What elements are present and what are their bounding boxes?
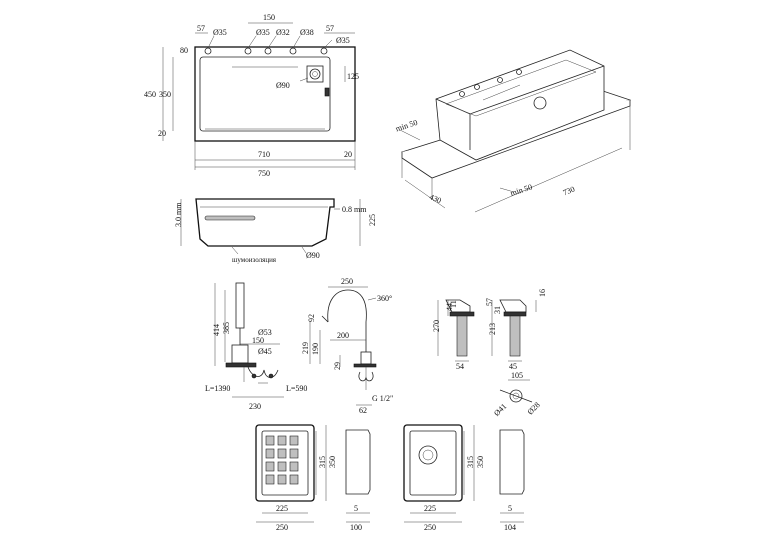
drain-box <box>306 65 324 83</box>
dim-d38: Ø38 <box>300 28 314 37</box>
dim-100-col: 100 <box>350 523 362 532</box>
dim-730: 730 <box>562 184 576 197</box>
dim-d35-right: Ø35 <box>336 36 350 45</box>
dim-750: 750 <box>258 169 270 178</box>
dim-5-tray: 5 <box>508 504 512 513</box>
dim-57-right: 57 <box>326 24 334 33</box>
dim-45: 45 <box>509 362 517 371</box>
colander-view: 315 350 225 250 5 100 <box>255 424 371 532</box>
dim-min50-b: min 50 <box>509 182 533 197</box>
dim-29: 29 <box>333 362 342 370</box>
dim-385: 385 <box>222 322 231 334</box>
dim-20-bottom: 20 <box>344 150 352 159</box>
dim-d28: Ø28 <box>526 400 542 416</box>
dim-d35-mid: Ø35 <box>256 28 270 37</box>
dim-min50-a: min 50 <box>394 118 418 133</box>
gooseneck-faucet-view: 250 360° 92 200 219 190 29 62 G 1/2" <box>301 277 393 415</box>
dim-250-goose: 250 <box>341 277 353 286</box>
tray-drain-icon <box>418 445 438 465</box>
dim-d53: Ø53 <box>258 328 272 337</box>
pull-faucet-view: 414 385 Ø53 150 Ø45 L=1390 L=590 230 <box>205 282 307 411</box>
dim-d35-left: Ø35 <box>213 28 227 37</box>
dim-57-disp: 57 <box>485 298 494 306</box>
sink-outline <box>194 46 356 142</box>
dim-270: 270 <box>432 320 441 332</box>
dim-80: 80 <box>180 46 188 55</box>
dim-125: 125 <box>347 72 359 81</box>
dim-350-tray: 350 <box>476 456 485 468</box>
dim-44: 44 <box>445 303 454 311</box>
dim-200: 200 <box>337 331 349 340</box>
dim-105: 105 <box>511 371 523 380</box>
dim-350-col: 350 <box>328 456 337 468</box>
dim-230: 230 <box>249 402 261 411</box>
isometric-view: min 50 min 50 430 730 <box>394 49 632 213</box>
dim-5-col: 5 <box>354 504 358 513</box>
dim-g12: G 1/2" <box>372 394 393 403</box>
top-view: 57 Ø35 Ø35 150 Ø32 Ø38 57 Ø35 80 450 350… <box>144 13 359 178</box>
dim-315-col: 315 <box>318 456 327 468</box>
dispenser-view: 270 44 11 57 31 213 16 54 45 105 Ø41 Ø28 <box>432 289 547 418</box>
dim-710: 710 <box>258 150 270 159</box>
dim-104-tray: 104 <box>504 523 516 532</box>
dim-225-tray: 225 <box>424 504 436 513</box>
dim-62: 62 <box>359 406 367 415</box>
dim-150: 150 <box>263 13 275 22</box>
dim-250-col: 250 <box>276 523 288 532</box>
dim-31: 31 <box>493 306 502 314</box>
dim-16: 16 <box>538 289 547 297</box>
dim-450: 450 <box>144 90 156 99</box>
dim-360deg: 360° <box>377 294 392 303</box>
dim-225: 225 <box>368 214 377 226</box>
dim-d41: Ø41 <box>492 402 508 418</box>
dim-11: 11 <box>449 300 458 308</box>
dim-213: 213 <box>488 323 497 335</box>
label-insulation: шумоизоляция <box>232 256 277 264</box>
dim-219: 219 <box>301 342 310 354</box>
dim-92: 92 <box>307 314 316 322</box>
dim-190: 190 <box>311 343 320 355</box>
dim-57-left: 57 <box>197 24 205 33</box>
dim-150-faucet: 150 <box>252 336 264 345</box>
dim-414: 414 <box>212 324 221 336</box>
dim-430: 430 <box>428 192 442 205</box>
dim-250-tray: 250 <box>424 523 436 532</box>
drain-icon <box>309 68 321 80</box>
section-view: 3.0 mm 0.8 mm 225 шумоизоляция Ø90 <box>174 198 377 264</box>
dim-54: 54 <box>456 362 464 371</box>
dim-d45: Ø45 <box>258 347 272 356</box>
dim-350: 350 <box>159 90 171 99</box>
dim-3mm: 3.0 mm <box>174 202 183 227</box>
dim-l1390: L=1390 <box>205 384 230 393</box>
dim-d90-section: Ø90 <box>306 251 320 260</box>
tray-view: 315 350 225 250 5 104 <box>403 424 525 532</box>
dim-d90: Ø90 <box>276 81 290 90</box>
dim-315-tray: 315 <box>466 456 475 468</box>
dispenser-top-icon <box>509 389 523 403</box>
dim-l590: L=590 <box>286 384 307 393</box>
dim-225-col: 225 <box>276 504 288 513</box>
colander-holes <box>265 435 299 485</box>
dim-20-left: 20 <box>158 129 166 138</box>
sink-bowl <box>199 56 331 132</box>
dim-d32: Ø32 <box>276 28 290 37</box>
dim-08mm: 0.8 mm <box>342 205 367 214</box>
